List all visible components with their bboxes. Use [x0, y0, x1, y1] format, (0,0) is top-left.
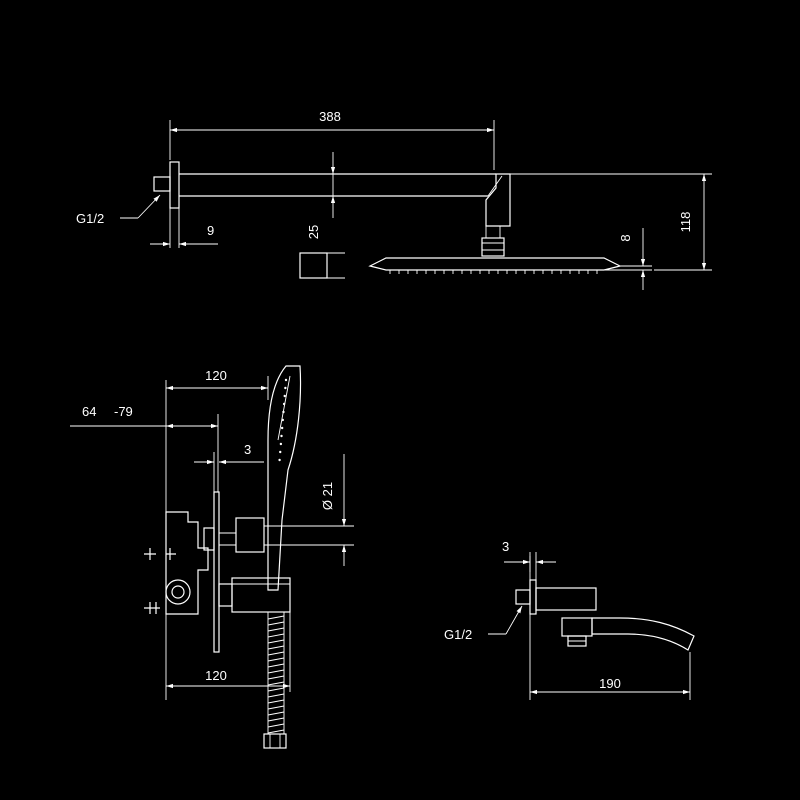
spray-hole: [280, 434, 283, 438]
leader-spout-thread: [505, 605, 523, 635]
shower-head: [368, 257, 622, 271]
spray-hole: [284, 386, 287, 390]
spout-view: 3 G1/2 190: [444, 539, 695, 700]
spray-hole: [281, 418, 284, 422]
hose-nut: [263, 733, 287, 749]
hose-winding: [267, 717, 285, 722]
label-height: 118: [678, 212, 693, 233]
spout-plate: [529, 579, 537, 615]
elbow-bevel: [487, 175, 503, 197]
label-spout-plate: 3: [502, 539, 509, 554]
mixer-body: [165, 511, 209, 615]
hose-winding: [267, 627, 285, 632]
mixer-view: 120 64 -79 3 Ø 21 120: [70, 365, 354, 749]
hose-winding: [267, 645, 285, 650]
spray-hole: [284, 378, 288, 382]
spray-hole: [282, 402, 286, 406]
spray-hole: [279, 442, 283, 446]
label-depth-bottom: 120: [205, 668, 227, 683]
hose-winding: [267, 633, 285, 638]
inlet-ring: [165, 579, 191, 605]
label-head-thickness: 8: [618, 234, 633, 241]
thread-nipple: [153, 176, 171, 192]
swivel-joint: [481, 237, 505, 257]
label-spout-length: 190: [599, 676, 621, 691]
label-diameter: Ø 21: [320, 482, 335, 510]
hose-winding: [267, 615, 285, 620]
anchor-screw-top: [144, 548, 176, 560]
spray-hole: [279, 450, 282, 454]
hose-winding: [267, 657, 285, 662]
cover-plate: [213, 491, 220, 653]
outlet-connector: [203, 527, 215, 551]
spray-face: [278, 378, 288, 462]
shower-hose: [267, 612, 285, 734]
wall-plate: [169, 161, 180, 209]
hose-winding: [267, 681, 285, 686]
hose-winding: [267, 711, 285, 716]
label-arm-length: 388: [319, 109, 341, 124]
hose-winding: [267, 621, 285, 626]
label-profile: 25: [306, 225, 321, 239]
label-range-a: 64: [82, 404, 96, 419]
spray-hole: [283, 394, 286, 398]
spray-hole: [282, 410, 285, 414]
anchor-screw-bottom: [144, 602, 160, 614]
hose-winding: [267, 669, 285, 674]
hose-winding: [267, 723, 285, 728]
label-range-b: -79: [114, 404, 133, 419]
spout-body: [535, 587, 597, 611]
label-spout-thread: G1/2: [444, 627, 472, 642]
spout-nipple: [515, 589, 531, 605]
label-plate-gap: 9: [207, 223, 214, 238]
head-nozzles: [389, 270, 598, 274]
shower-arm-view: 388 G1/2 9 25 8 118: [76, 109, 712, 290]
spout-diverter: [561, 617, 593, 637]
hose-winding: [267, 729, 285, 734]
hose-winding: [267, 693, 285, 698]
hand-shower: [267, 365, 302, 591]
hose-winding: [267, 705, 285, 710]
hose-winding: [267, 639, 285, 644]
label-plate: 3: [244, 442, 251, 457]
spray-hole: [280, 426, 284, 430]
label-depth-top: 120: [205, 368, 227, 383]
outlet-elbow: [235, 517, 265, 553]
hose-winding: [267, 675, 285, 680]
hose-winding: [267, 699, 285, 704]
mixer-handle: [231, 577, 291, 613]
spout-curve: [591, 617, 695, 651]
arm-profile-section: [299, 252, 328, 279]
spray-hole: [278, 458, 281, 462]
hose-winding: [267, 687, 285, 692]
hose-winding: [267, 663, 285, 668]
hose-winding: [267, 651, 285, 656]
label-thread: G1/2: [76, 211, 104, 226]
leader-thread: [137, 194, 161, 219]
